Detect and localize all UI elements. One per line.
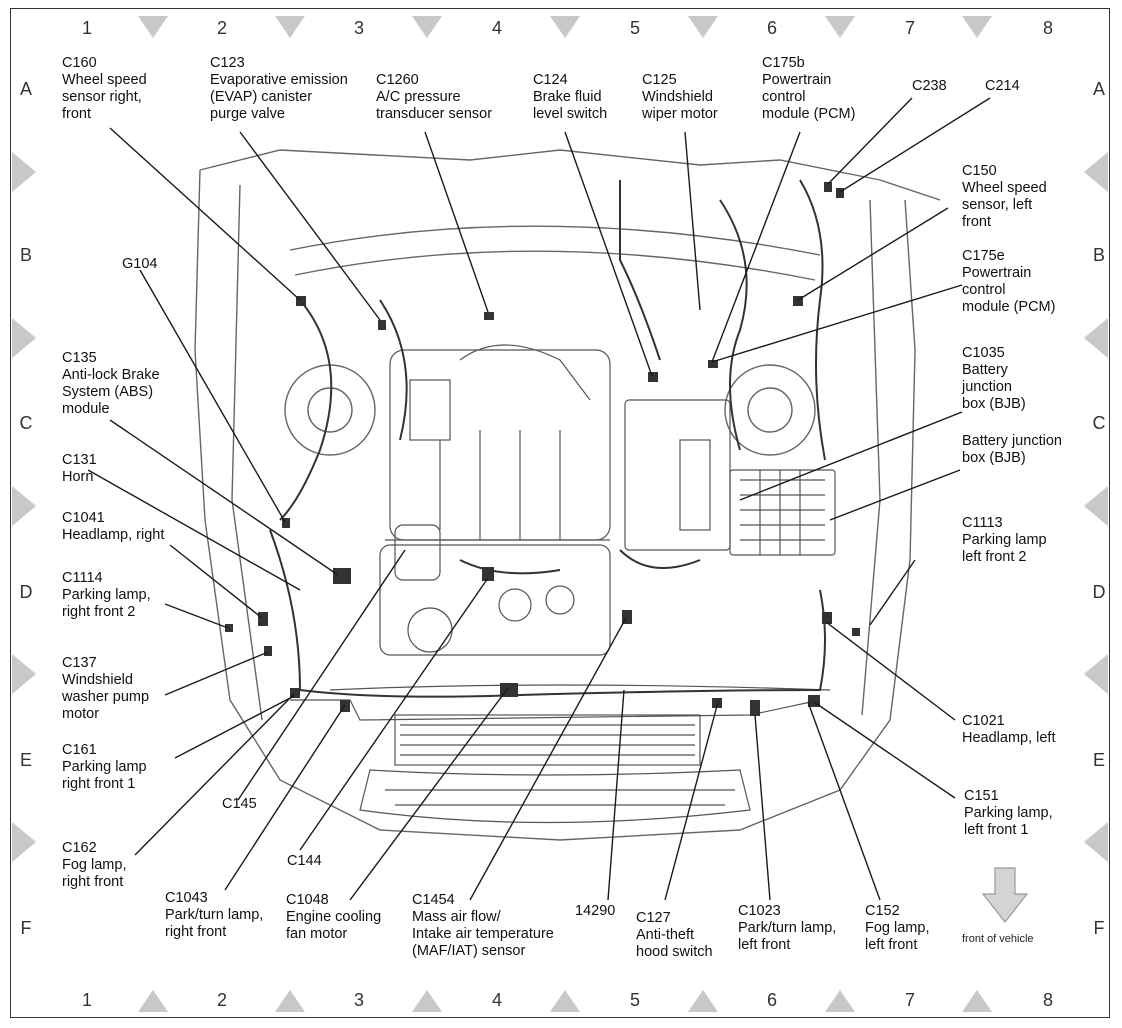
label-bjb: Battery junction box (BJB) [962, 433, 1062, 466]
grid-col-bottom-8: 8 [1042, 990, 1053, 1010]
grid-col-bottom-3: 3 [353, 990, 364, 1010]
label-c1048: C1048 Engine cooling fan motor [286, 892, 382, 942]
label-c150: C150 Wheel speed sensor, left front [962, 163, 1047, 230]
grid-row-right-a: A [1092, 79, 1105, 99]
label-c137: C137 Windshield washer pump motor [62, 655, 150, 722]
label-c214: C214 [985, 78, 1020, 94]
label-c152: C152 Fog lamp, left front [865, 903, 930, 953]
grid-row-right-c: C [1092, 413, 1106, 433]
grid-col-top-6: 6 [766, 18, 777, 38]
grid-col-bottom-4: 4 [491, 990, 502, 1010]
label-c131: C131 Horn [62, 452, 97, 485]
label-c1023: C1023 Park/turn lamp, left front [738, 903, 837, 953]
grid-col-top-8: 8 [1042, 18, 1053, 38]
front-arrow-icon [981, 867, 1029, 923]
label-c238: C238 [912, 78, 947, 94]
label-g104: G104 [122, 256, 158, 272]
grid-col-top-3: 3 [353, 18, 364, 38]
leader-lines [87, 97, 991, 901]
grid-col-bottom-5: 5 [629, 990, 640, 1010]
label-c1260: C1260 A/C pressure transducer sensor [376, 72, 493, 122]
diagram-frame [10, 8, 1110, 1018]
label-c1035: C1035 Battery junction box (BJB) [962, 345, 1026, 412]
grid-row-left-f: F [20, 918, 32, 938]
grid-col-top-1: 1 [81, 18, 92, 38]
battery-area [624, 399, 836, 556]
label-c162: C162 Fog lamp, right front [62, 840, 127, 890]
grid-col-bottom-7: 7 [904, 990, 915, 1010]
label-c123: C123 Evaporative emission (EVAP) caniste… [210, 55, 348, 122]
label-c1114: C1114 Parking lamp, right front 2 [62, 570, 151, 620]
label-c160: C160 Wheel speed sensor right, front [62, 55, 147, 122]
grid-row-left-c: C [19, 413, 33, 433]
grid-col-bottom-6: 6 [766, 990, 777, 1010]
label-c135: C135 Anti-lock Brake System (ABS) module [62, 350, 160, 417]
wiring-harness [269, 179, 826, 698]
grid-col-top-7: 7 [904, 18, 915, 38]
label-c175e: C175e Powertrain control module (PCM) [962, 248, 1056, 315]
label-c1113: C1113 Parking lamp left front 2 [962, 515, 1047, 565]
label-c161: C161 Parking lamp right front 1 [62, 742, 147, 792]
label-c175b: C175b Powertrain control module (PCM) [762, 55, 856, 122]
grid-col-bottom-1: 1 [81, 990, 92, 1010]
label-c124: C124 Brake fluid level switch [533, 72, 608, 122]
label-c1041: C1041 Headlamp, right [62, 510, 165, 543]
vehicle-body [194, 149, 941, 841]
grid-row-right-e: E [1092, 750, 1105, 770]
label-c144: C144 [287, 853, 322, 869]
label-c1043: C1043 Park/turn lamp, right front [165, 890, 264, 940]
grid-row-left-e: E [19, 750, 32, 770]
grid-col-bottom-2: 2 [216, 990, 227, 1010]
label-c127: C127 Anti-theft hood switch [636, 910, 713, 960]
grid-row-right-f: F [1093, 918, 1105, 938]
label-c1454: C1454 Mass air flow/ Intake air temperat… [412, 892, 554, 959]
grid-col-top-4: 4 [491, 18, 502, 38]
grid-row-left-a: A [19, 79, 32, 99]
label-14290: 14290 [575, 903, 616, 919]
radiator-grille [290, 684, 831, 824]
grid-row-left-d: D [19, 582, 33, 602]
grid-row-right-d: D [1092, 582, 1106, 602]
grid-row-left-b: B [19, 245, 32, 265]
label-c1021: C1021 Headlamp, left [962, 713, 1056, 746]
grid-row-right-b: B [1092, 245, 1105, 265]
label-c145: C145 [222, 796, 257, 812]
front-of-vehicle-label: front of vehicle [962, 933, 1034, 945]
grid-col-top-2: 2 [216, 18, 227, 38]
engine [379, 344, 611, 656]
grid-markers [12, 16, 1108, 1012]
grid-col-top-5: 5 [629, 18, 640, 38]
label-c125: C125 Windshield wiper motor [642, 72, 718, 122]
label-c151: C151 Parking lamp, left front 1 [964, 788, 1053, 838]
